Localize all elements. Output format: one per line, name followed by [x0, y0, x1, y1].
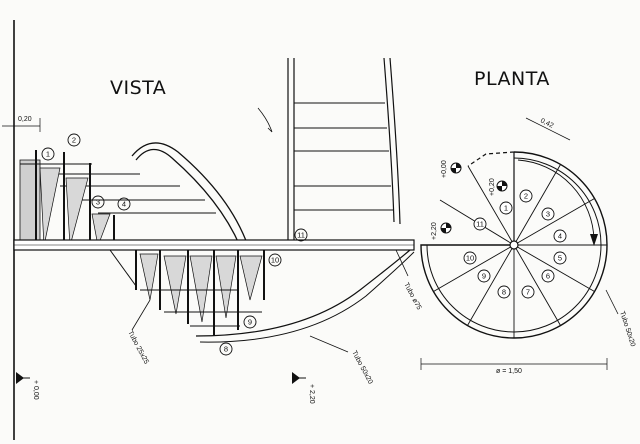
inner-ring [426, 157, 602, 333]
radial-step-lines [433, 164, 607, 338]
vista-step-circles: 1 2 3 4 8 9 10 11 [41, 133, 308, 356]
plan-step-circle [499, 201, 513, 215]
plan-step-circle [497, 285, 511, 299]
vista-step-number: 4 [122, 200, 126, 209]
plan-step-circle [521, 285, 535, 299]
label-tube-50-planta: Tubo 50x20 [618, 310, 636, 347]
lower-tread-line-1 [109, 249, 137, 287]
plan-step-circle [553, 229, 567, 243]
railing-post-right-inner [389, 57, 401, 225]
lower-tread-hatch-3 [189, 255, 213, 323]
radial-step-line [513, 198, 595, 246]
planta-step-circles: 1 2 3 4 56 7 8 9 10 11 [463, 189, 567, 299]
leader-tube-75 [395, 249, 409, 277]
plan-step-circle [463, 251, 477, 265]
level-plan-mid-label: +0,20 [489, 178, 496, 196]
centre-post [509, 240, 519, 250]
offset-dimension-label: 0,20 [18, 116, 32, 123]
plan-step-number: 4 [558, 232, 562, 241]
leader-tube-50-vista [309, 335, 349, 353]
leader-tube-25 [131, 299, 151, 331]
level-marker-bottom-icon [16, 372, 24, 384]
label-tube-25: Tubo 25x25 [126, 330, 149, 366]
vista-step-circle [41, 147, 55, 161]
level-marker-mid-icon [292, 372, 300, 384]
plan-step-number: 7 [526, 288, 530, 297]
tread-dimension-label: 0,42 [539, 118, 554, 130]
vista-step-circle [268, 253, 282, 267]
label-tube-75: Tubo ø75 [402, 282, 422, 312]
vista-step-number: 10 [271, 256, 279, 265]
vista-step-circle [294, 228, 308, 242]
level-plan-low-label: +2,20 [431, 222, 438, 240]
leader-tube-50-planta [605, 289, 619, 315]
railing-post-right [383, 57, 395, 223]
plan-step-number: 11 [476, 220, 484, 229]
tread-dimension-line [525, 117, 571, 141]
vista-step-number: 11 [297, 231, 305, 240]
vista-step-circle [91, 195, 105, 209]
plan-step-circle [477, 269, 491, 283]
direction-arrow-icon [257, 107, 273, 133]
vista-step-number: 8 [224, 345, 228, 354]
level-bottom-label: + 0,00 [32, 380, 39, 400]
landing-radial [467, 165, 515, 246]
radial-step-line [513, 244, 595, 292]
vista-step-circle [67, 133, 81, 147]
diameter-label: ø = 1,50 [496, 368, 522, 375]
vista-step-circle [219, 342, 233, 356]
level-mid-label: + 2,20 [308, 384, 315, 404]
planta-plan: 0,42 ø = 1,50 +0,00 +0,20 +2,20 Tubo 50x… [420, 117, 636, 375]
plan-step-number: 10 [466, 254, 474, 263]
plan-step-circle [541, 207, 555, 221]
plan-step-circle [541, 269, 555, 283]
vista-step-circle [243, 315, 257, 329]
handrail-curve [135, 148, 241, 247]
vista-step-number: 2 [72, 136, 76, 145]
lower-tread-hatch-1 [139, 253, 159, 301]
direction-arrow-icon [590, 234, 598, 246]
plan-step-number: 1 [504, 204, 508, 213]
plan-step-number: 8 [502, 288, 506, 297]
lower-stringer-curve [195, 249, 411, 337]
label-tube-50-vista: Tubo 50x20 [350, 350, 373, 386]
level-marker-plan-top-fill [451, 163, 461, 173]
plan-step-number: 3 [546, 210, 550, 219]
plan-step-number: 6 [546, 272, 550, 281]
vista-step-number: 1 [46, 150, 50, 159]
radial-step-line [433, 244, 515, 292]
level-marker-plan-low-fill [441, 223, 451, 233]
plan-step-number: 5 [558, 254, 562, 263]
radial-step-line [467, 244, 515, 326]
tread-3-hatch [65, 177, 89, 247]
radial-step-line [513, 164, 561, 246]
direction-arc [517, 159, 595, 241]
vista-step-circle [117, 197, 131, 211]
vista-step-number: 3 [96, 198, 100, 207]
lower-tread-hatch-2 [163, 255, 187, 315]
plan-step-circle [473, 217, 487, 231]
lower-stringer-curve-outer [199, 251, 415, 343]
plan-step-number: 9 [482, 272, 486, 281]
tread-4-hatch [91, 213, 111, 248]
planta-title: PLANTA [474, 68, 550, 90]
outer-ring [420, 151, 608, 339]
plan-step-circle [519, 189, 533, 203]
level-marker-plan-mid-fill [497, 181, 507, 191]
vista-elevation: 0,20 [2, 20, 422, 440]
handrail-curve-outer [131, 142, 249, 247]
landing-dashed-edge [467, 151, 515, 167]
vista-title: VISTA [110, 77, 166, 99]
radial-step-line [513, 244, 561, 326]
lower-tread-hatch-4 [215, 255, 237, 319]
vista-step-number: 9 [248, 318, 252, 327]
lower-tread-hatch-5 [239, 255, 263, 301]
level-plan-top-label: +0,00 [441, 160, 448, 178]
plan-step-circle [553, 251, 567, 265]
tread-2-hatch [39, 167, 61, 247]
plan-step-number: 2 [524, 192, 528, 201]
